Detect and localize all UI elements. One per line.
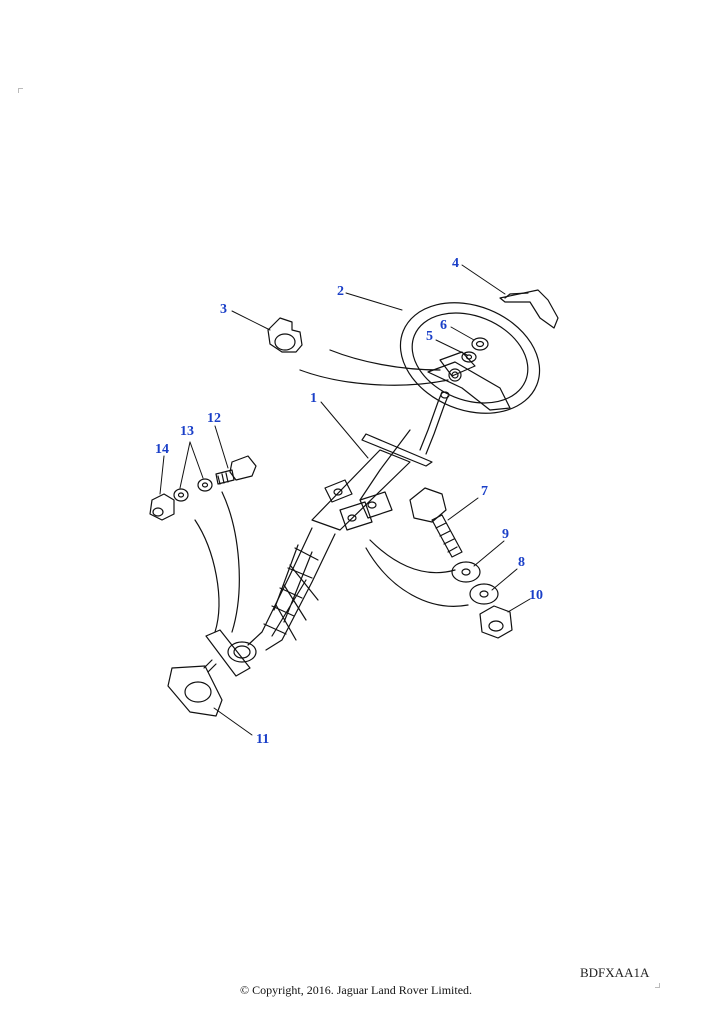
crop-mark-bottom-right [655, 983, 660, 988]
callout-6: 6 [440, 318, 447, 333]
washer-13b [197, 478, 213, 492]
washer-8 [469, 583, 499, 605]
callout-8: 8 [518, 555, 525, 570]
callout-3: 3 [220, 302, 227, 317]
copyright-notice: © Copyright, 2016. Jaguar Land Rover Lim… [239, 983, 473, 997]
horn-button [267, 317, 303, 353]
washer-9 [451, 561, 481, 583]
illustration-reference-code: BDFXAA1A [580, 965, 650, 980]
callout-12: 12 [207, 411, 221, 426]
callout-14: 14 [155, 442, 169, 457]
callout-4: 4 [452, 256, 459, 271]
callout-2: 2 [337, 284, 344, 299]
callout-5: 5 [426, 329, 433, 344]
callout-11: 11 [256, 732, 270, 747]
bolt-7 [409, 487, 463, 558]
nut-10 [479, 605, 513, 639]
steering-column [203, 391, 450, 677]
hub-nut [471, 337, 489, 351]
hub-washer [461, 351, 477, 363]
bolt-12 [215, 455, 257, 485]
callout-7: 7 [481, 484, 488, 499]
leader-lines [159, 264, 531, 736]
callout-1: 1 [310, 391, 317, 406]
callout-13: 13 [180, 424, 194, 439]
crop-mark-top-left [18, 88, 23, 93]
steering-wheel [399, 302, 541, 414]
column-seal [167, 665, 223, 717]
callout-9: 9 [502, 527, 509, 542]
spoke-trim-cover [499, 289, 559, 329]
nut-14 [149, 493, 175, 521]
washer-13a [173, 488, 189, 502]
callout-10: 10 [529, 588, 543, 603]
